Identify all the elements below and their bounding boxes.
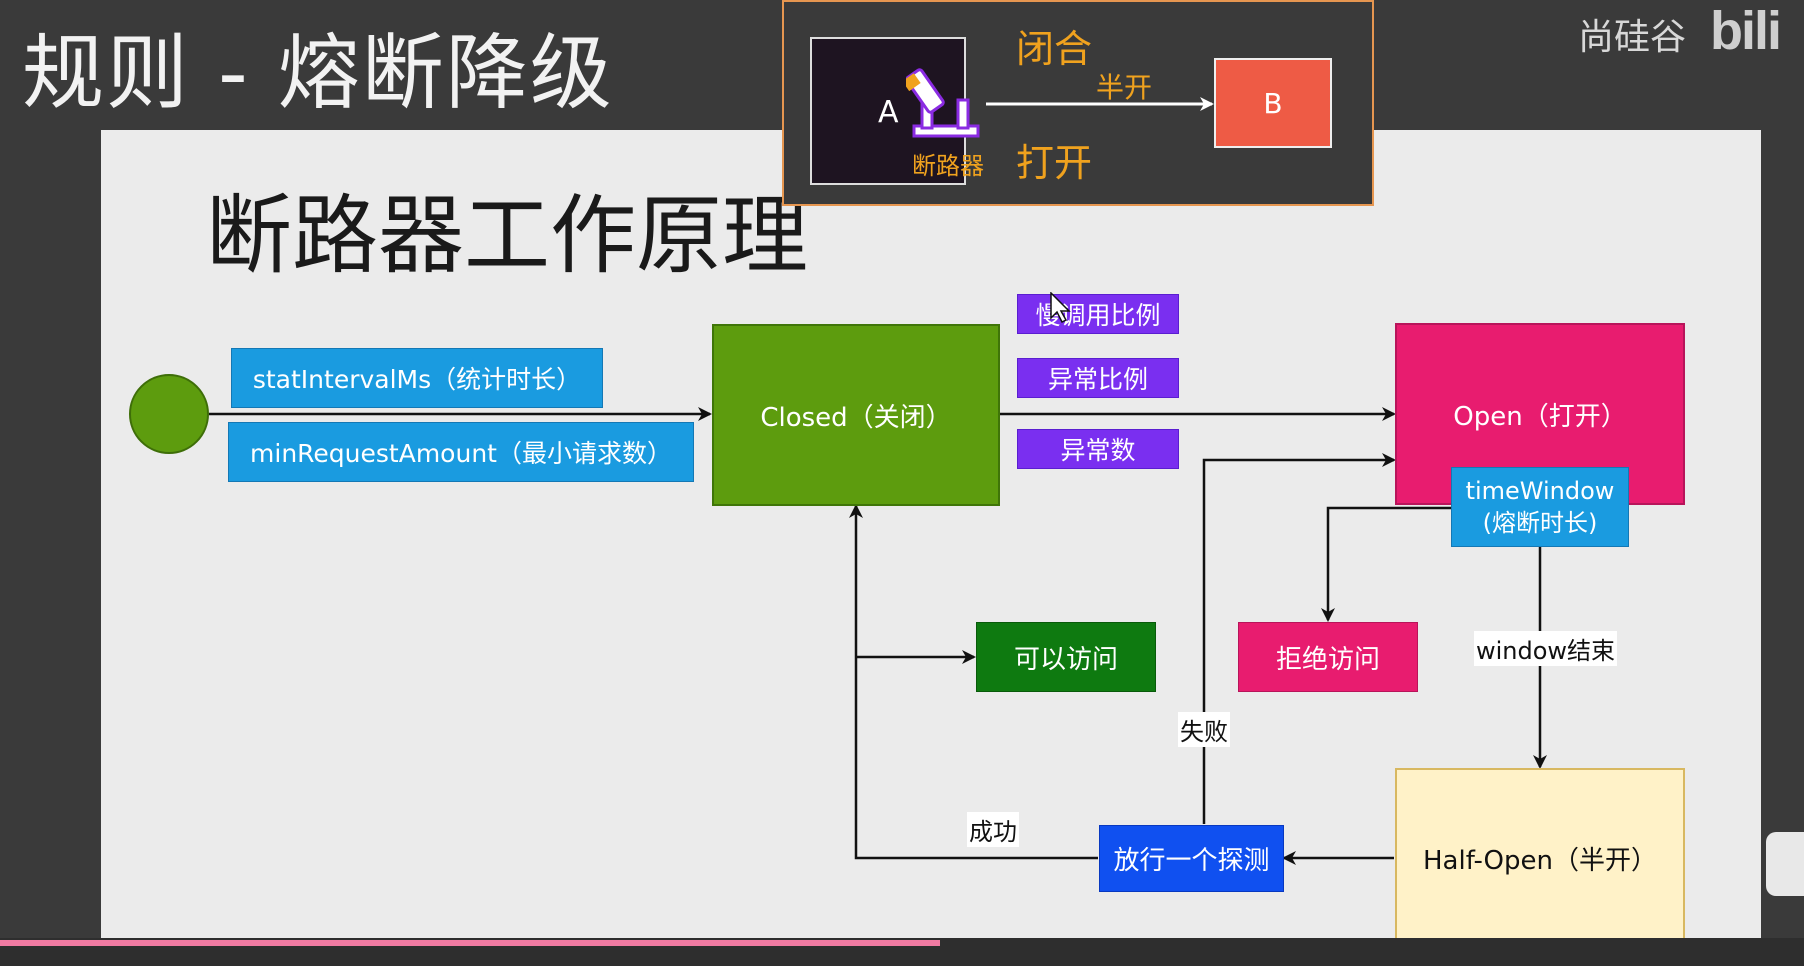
video-control-icon[interactable]: [1766, 832, 1804, 896]
inset-state-half: 半开: [1096, 71, 1153, 104]
inset-node-b: B: [1214, 58, 1332, 148]
label-success: 成功: [967, 812, 1019, 847]
edge-open-reject: [1321, 506, 1452, 622]
start-node: [129, 374, 209, 454]
state-half-open: Half-Open（半开）: [1395, 768, 1685, 948]
time-window-line1: timeWindow: [1465, 477, 1615, 505]
allow-access-box: 可以访问: [976, 622, 1156, 692]
brand-name: 尚硅谷: [1578, 17, 1687, 58]
brand-logo: bili: [1710, 1, 1782, 56]
inset-node-a-label: A: [878, 95, 899, 130]
video-progress-bar[interactable]: [0, 940, 940, 946]
label-fail: 失败: [1178, 712, 1230, 747]
strategy-error-ratio: 异常比例: [1017, 358, 1179, 398]
param-stat-interval: statIntervalMs（统计时长）: [231, 348, 603, 408]
cursor-icon: [1050, 292, 1071, 324]
edge-probe-success: [849, 504, 1098, 860]
strategy-slow-ratio: 慢调用比例: [1017, 294, 1179, 334]
label-window-end: window结束: [1474, 631, 1618, 666]
edge-probe-fail: [1202, 453, 1396, 824]
param-min-request: minRequestAmount（最小请求数）: [228, 422, 694, 482]
reject-access-box: 拒绝访问: [1238, 622, 1418, 692]
inset-state-close: 闭合: [1016, 27, 1093, 71]
strategy-error-count: 异常数: [1017, 429, 1179, 469]
inset-state-open: 打开: [1016, 141, 1093, 185]
state-closed: Closed（关闭）: [712, 324, 1000, 506]
time-window-line2: (熔断时长): [1482, 509, 1598, 537]
slide-title: 规则 - 熔断降级: [22, 26, 614, 121]
diagram-title: 断路器工作原理: [206, 186, 808, 286]
breaker-icon: [906, 68, 980, 138]
time-window-box: timeWindow (熔断时长): [1451, 467, 1629, 547]
probe-box: 放行一个探测: [1099, 825, 1284, 892]
inset-breaker-label: 断路器: [912, 152, 984, 180]
